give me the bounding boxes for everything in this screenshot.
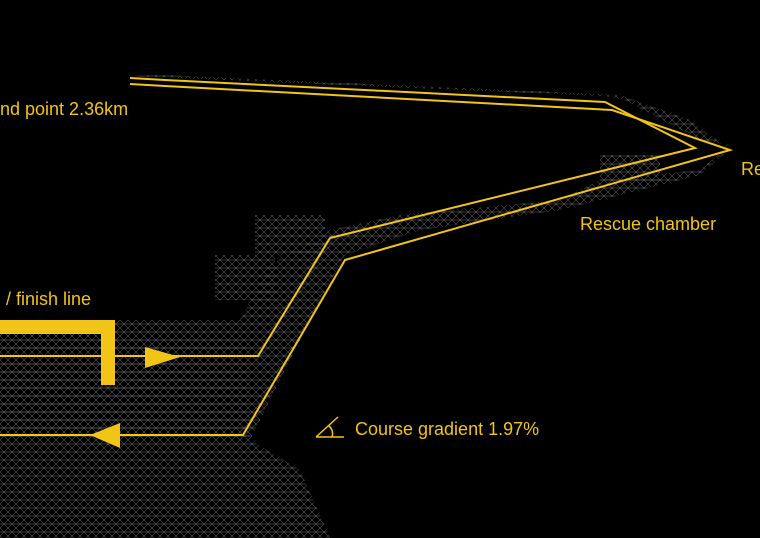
course-gradient-label: Course gradient 1.97% [355,419,540,439]
finish-line-marker [0,320,115,385]
rescue-chamber-label: Rescue chamber [580,214,717,234]
tunnel-mesh [0,75,730,538]
finish-line-label: / finish line [6,289,92,309]
end-point-label: nd point 2.36km [0,99,129,119]
route-lines [0,77,734,436]
right-edge-label: Re [741,159,760,179]
route-outbound [0,77,698,357]
arrow-right-icon [145,347,180,368]
angle-icon [315,416,344,438]
route-return [0,83,734,436]
arrow-left-icon [90,423,120,448]
